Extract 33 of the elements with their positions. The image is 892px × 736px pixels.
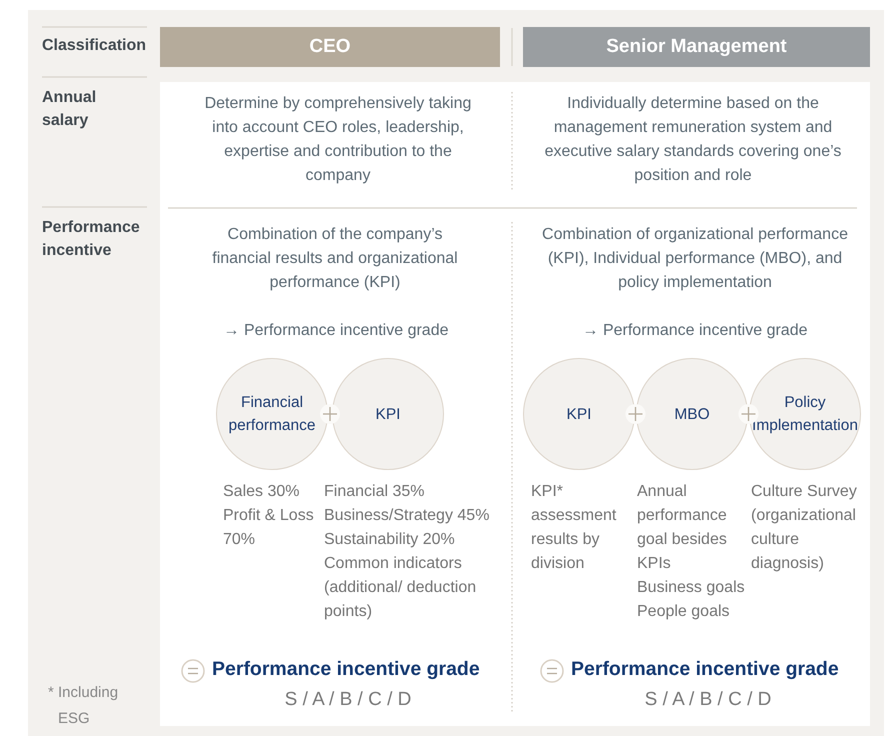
circle-label: KPI [566, 404, 592, 424]
description-text: Individually determine based on the management remuneration system and executive salary standards covering one’s position and role [544, 94, 842, 186]
description-text: Combination of the company’s financial results and organizational performance (KPI) [211, 225, 459, 293]
criteria-text: Financial 35% [324, 482, 426, 502]
circle-label: KPI [376, 404, 400, 424]
column-header-text: CEO [309, 36, 351, 58]
row-heading: Annual salary [42, 88, 98, 131]
criteria-text: People goals [637, 602, 731, 622]
column-header-bar [523, 27, 870, 67]
criteria-text: Culture Survey (organizational culture diagnosis) [751, 482, 858, 574]
criteria-text: Business goals [637, 578, 746, 598]
grade-scale: S / A / B / C / D [644, 688, 772, 712]
grade-scale: S / A / B / C / D [284, 688, 412, 712]
description-text: Combination of organizational performance (KPI), Individual performance (MBO), and policy implementation [541, 225, 849, 293]
footnote: * Including ESG [48, 683, 120, 729]
circle-label: MBO [674, 404, 710, 424]
grade-heading: Performance incentive grade [212, 657, 481, 681]
criteria-text: KPI* assessment results by division [531, 482, 618, 574]
row-heading: Classification [42, 36, 148, 56]
criteria-text: Annual performance goal besides KPIs [637, 482, 728, 574]
grade-heading: Performance incentive grade [571, 657, 840, 681]
description-text: Determine by comprehensively taking into account CEO roles, leadership, expertise and contribution to the company [204, 94, 472, 186]
description-text: → Performance incentive grade [222, 321, 450, 341]
circle-label: Financial performance [227, 393, 316, 436]
column-header-bar [160, 27, 500, 67]
criteria-text: Sales 30% Profit & Loss 70% [223, 482, 315, 550]
criteria-text: Sustainability 20% [324, 530, 456, 550]
criteria-text: Common indicators (additional/ deduction points) [324, 554, 478, 622]
row-heading: Performance incentive [42, 218, 141, 261]
criteria-text: Business/Strategy 45% [324, 506, 490, 526]
description-text: → Performance incentive grade [582, 321, 808, 341]
column-header-text: Senior Management [606, 36, 787, 58]
circle-label: Policy Implementation [752, 393, 858, 436]
